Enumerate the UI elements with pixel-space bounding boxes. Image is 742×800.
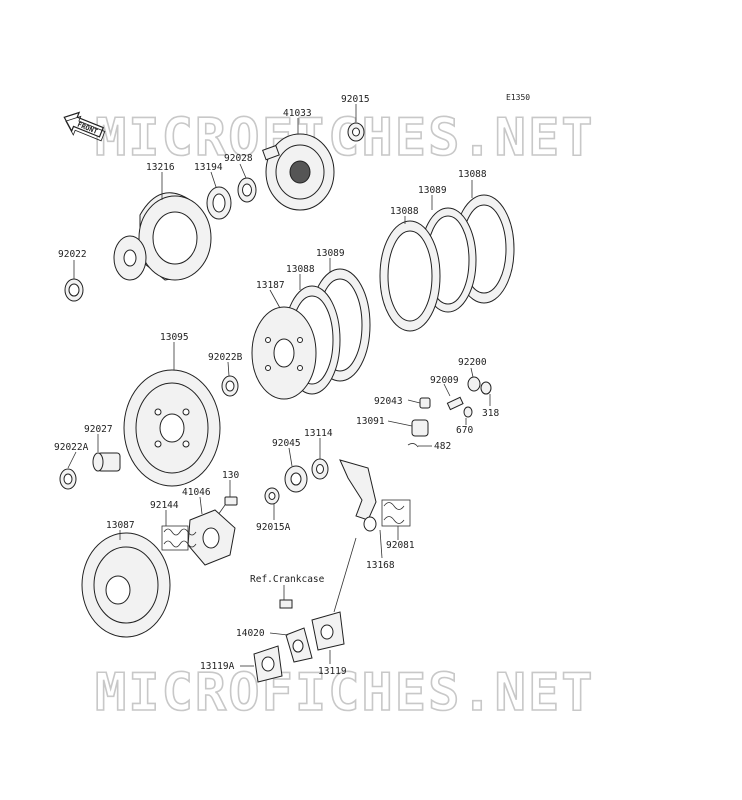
washer-92015 [347, 122, 365, 142]
label-13168: 13168 [366, 560, 395, 571]
label-41046: 41046 [182, 487, 211, 498]
label-92009: 92009 [430, 375, 459, 386]
label-670: 670 [456, 425, 473, 436]
label-13114: 13114 [304, 428, 333, 439]
part-labels: 92015 41033 13216 13194 92028 13088 1308… [54, 94, 499, 677]
label-13119A: 13119A [200, 661, 235, 672]
washer-92022A [59, 468, 77, 490]
bracket-13091 [411, 419, 429, 437]
pressure-plate-13187 [251, 306, 317, 400]
washer-92022 [64, 278, 84, 302]
cam-13119A [253, 645, 283, 683]
nut-318 [480, 381, 492, 395]
release-lever-13168 [339, 459, 377, 532]
nut-92200 [467, 376, 481, 392]
bearing-92045 [284, 465, 308, 493]
watermark-bottom: MICROFICHES.NET [95, 663, 595, 723]
label-92043: 92043 [374, 396, 403, 407]
clutch-drum-13216 [113, 192, 212, 281]
label-130: 130 [222, 470, 239, 481]
label-92200: 92200 [458, 357, 487, 368]
front-arrow-icon: FRONT [63, 111, 106, 142]
label-482: 482 [434, 441, 451, 452]
leader-lines [67, 104, 491, 667]
washer-92022B [221, 375, 239, 397]
bearing-13194 [206, 186, 232, 220]
bolt-130 [217, 496, 238, 516]
label-41033: 41033 [283, 108, 312, 119]
label-92081: 92081 [386, 540, 415, 551]
washer-92015A [264, 487, 280, 505]
pusher-13114 [311, 458, 329, 480]
label-92022A: 92022A [54, 442, 89, 453]
label-13095: 13095 [160, 332, 189, 343]
label-ref-crankcase: Ref.Crankcase [250, 574, 325, 585]
spring-92081 [381, 499, 411, 527]
label-92144: 92144 [150, 500, 179, 511]
bolt-ref-crankcase [279, 599, 293, 609]
label-13088-top: 13088 [458, 169, 487, 180]
friction-plate-13088-mid [379, 220, 441, 332]
collar-92027 [92, 452, 121, 472]
gear-13087 [81, 532, 171, 638]
clip-482 [407, 443, 419, 448]
screw-92009 [446, 396, 464, 411]
diagram-code: E1350 [506, 93, 530, 102]
label-13089-mid: 13089 [316, 248, 345, 259]
clutch-gear-41033 [262, 133, 335, 211]
cam-13119 [311, 611, 345, 651]
label-92015: 92015 [341, 94, 370, 105]
label-13088-low: 13088 [286, 264, 315, 275]
collar-92028 [237, 177, 257, 203]
label-318: 318 [482, 408, 499, 419]
plate-41046 [187, 509, 236, 566]
label-13091: 13091 [356, 416, 385, 427]
label-13187: 13187 [256, 280, 285, 291]
label-13088-mid: 13088 [390, 206, 419, 217]
label-13194: 13194 [194, 162, 223, 173]
label-92028: 92028 [224, 153, 253, 164]
label-92015A: 92015A [256, 522, 291, 533]
label-92027: 92027 [84, 424, 113, 435]
label-13089-top: 13089 [418, 185, 447, 196]
label-13216: 13216 [146, 162, 175, 173]
spring-92144 [161, 525, 197, 551]
label-92022: 92022 [58, 249, 87, 260]
pin-92043 [419, 397, 431, 409]
oring-670 [463, 406, 473, 418]
label-92045: 92045 [272, 438, 301, 449]
watermark-top: MICROFICHES.NET [95, 108, 595, 168]
label-14020: 14020 [236, 628, 265, 639]
label-13087: 13087 [106, 520, 135, 531]
label-13119: 13119 [318, 666, 347, 677]
label-92022B: 92022B [208, 352, 243, 363]
plate-14020 [285, 627, 313, 663]
clutch-hub-13095 [123, 369, 221, 487]
